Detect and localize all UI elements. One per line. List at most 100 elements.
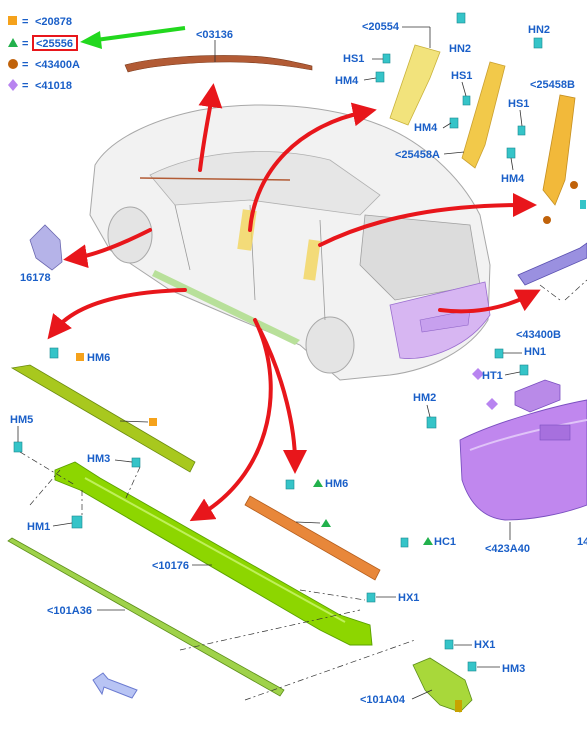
arrow-to-pillar-front: [248, 102, 377, 232]
label-hm2[interactable]: HM2: [413, 392, 436, 404]
clip-fastener-icon[interactable]: [467, 661, 477, 672]
legend-code[interactable]: <43400A: [35, 59, 80, 71]
label-hm6[interactable]: HM6: [325, 478, 348, 490]
label-hn2[interactable]: HN2: [528, 24, 550, 36]
centerlines-strip: [29, 469, 416, 701]
label-hs1[interactable]: HS1: [508, 98, 529, 110]
bumper-highlight: [469, 419, 587, 451]
legend-triangle-icon: [8, 38, 18, 47]
label-hx1[interactable]: HX1: [398, 592, 419, 604]
label-hm4[interactable]: HM4: [414, 122, 438, 134]
part-upper-sill-strip[interactable]: HM6: [10, 347, 196, 473]
fastener-group-rear-bracket: [366, 592, 477, 672]
reflector-43400b-shape: [517, 242, 587, 286]
leader-line: [443, 151, 465, 155]
label-43400b[interactable]: <43400B: [516, 329, 561, 341]
legend-code[interactable]: <41018: [35, 80, 72, 92]
marker-triangle-icon: [321, 519, 331, 527]
main-sill-shape: [54, 461, 373, 646]
arrow-to-rear-parts: [438, 289, 541, 314]
legend-code[interactable]: <20878: [35, 16, 72, 28]
label-hm4[interactable]: HM4: [335, 75, 359, 87]
leader-lines-bracket: [503, 352, 522, 376]
label-hm3[interactable]: HM3: [502, 663, 525, 675]
marker-circle-icon: [543, 216, 551, 224]
legend-square-icon: [8, 16, 17, 25]
long-strip-shape: [7, 537, 285, 697]
part-rear-bumper-423a40[interactable]: HM2 <423A40 14: [413, 392, 587, 555]
clip-fastener-icon[interactable]: [400, 537, 409, 548]
pillar-25458a-shape: [461, 61, 506, 169]
arrow-to-upper-sill: [47, 288, 187, 340]
label-cut-14[interactable]: 14: [577, 536, 587, 548]
clip-fastener-icon[interactable]: [375, 71, 385, 83]
legend: = <20878 = <25556 = <43400A = <41018: [8, 16, 186, 92]
label-10176[interactable]: <10176: [152, 560, 189, 572]
label-20554[interactable]: <20554: [362, 21, 400, 33]
part-long-strip-101a36[interactable]: <101A36: [7, 537, 285, 697]
label-hn2[interactable]: HN2: [449, 43, 471, 55]
part-bracket-16178[interactable]: 16178: [20, 224, 63, 284]
label-03136[interactable]: <03136: [196, 29, 233, 41]
pillar-25458b-shape: [542, 94, 576, 206]
label-hm3[interactable]: HM3: [87, 453, 110, 465]
bracket-16178-shape: [29, 224, 63, 271]
car-c-pillar: [303, 239, 321, 281]
label-101a04[interactable]: <101A04: [360, 694, 406, 706]
fastener-group-sill: [13, 441, 141, 529]
clip-fastener-icon[interactable]: [462, 95, 471, 106]
part-pillar-trim-25458a[interactable]: <25458A: [395, 61, 506, 169]
direction-arrow-icon[interactable]: [92, 672, 138, 699]
clip-fastener-icon[interactable]: [131, 457, 141, 468]
label-16178[interactable]: 16178: [20, 272, 51, 284]
label-hm5[interactable]: HM5: [10, 414, 33, 426]
clip-fastener-icon[interactable]: [580, 200, 586, 209]
part-roof-molding[interactable]: <03136: [124, 29, 313, 73]
label-ht1[interactable]: HT1: [482, 370, 503, 382]
label-423a40[interactable]: <423A40: [485, 543, 530, 555]
legend-code[interactable]: <25556: [36, 38, 73, 50]
clip-fastener-icon[interactable]: [285, 479, 295, 490]
label-hx1[interactable]: HX1: [474, 639, 495, 651]
marker-triangle-icon: [423, 537, 433, 545]
clip-fastener-icon[interactable]: [449, 117, 459, 129]
clip-fastener-icon[interactable]: [49, 347, 59, 359]
clip-fastener-icon[interactable]: [444, 639, 454, 650]
label-hs1[interactable]: HS1: [451, 70, 472, 82]
label-hm4[interactable]: HM4: [501, 173, 525, 185]
rear-bracket-shape: [412, 657, 473, 713]
rear-bracket-foot: [455, 700, 462, 712]
clip-fastener-icon[interactable]: [517, 125, 526, 136]
part-rear-reflector-43400b[interactable]: <43400B: [516, 242, 587, 341]
clip-fastener-icon[interactable]: [494, 348, 504, 359]
label-25458a[interactable]: <25458A: [395, 149, 440, 161]
label-25458b[interactable]: <25458B: [530, 79, 575, 91]
part-pillar-trim-20554[interactable]: <20554: [362, 21, 441, 126]
label-hc1[interactable]: HC1: [434, 536, 456, 548]
clip-fastener-icon[interactable]: [71, 515, 83, 529]
clip-fastener-icon[interactable]: [13, 441, 23, 453]
vehicle-body: [89, 104, 491, 381]
label-hs1[interactable]: HS1: [343, 53, 364, 65]
part-rear-bracket-101a04[interactable]: <101A04: [360, 657, 473, 713]
part-main-sill-10176[interactable]: <10176: [54, 461, 373, 646]
clip-fastener-icon[interactable]: [382, 53, 391, 64]
clip-fastener-icon[interactable]: [456, 12, 466, 24]
leader-line: [411, 689, 433, 700]
callout-arrows: [47, 83, 541, 522]
part-pillar-trim-25458b[interactable]: <25458B: [530, 79, 576, 206]
arrow-to-main-sill: [189, 318, 273, 522]
centerlines-sill: [19, 451, 141, 516]
part-orange-strip[interactable]: HM6 HC1: [244, 478, 456, 581]
clip-fastener-icon[interactable]: [366, 592, 376, 603]
label-101a36[interactable]: <101A36: [47, 605, 92, 617]
clip-fastener-icon[interactable]: [533, 37, 543, 49]
clip-fastener-icon[interactable]: [519, 364, 529, 376]
clip-fastener-icon[interactable]: [506, 147, 516, 159]
label-hn1[interactable]: HN1: [524, 346, 546, 358]
part-bumper-bracket[interactable]: HN1 HT1: [472, 346, 561, 413]
label-hm1[interactable]: HM1: [27, 521, 50, 533]
clip-fastener-icon[interactable]: [426, 416, 437, 429]
roof-molding-shape: [124, 55, 313, 73]
label-hm6[interactable]: HM6: [87, 352, 110, 364]
